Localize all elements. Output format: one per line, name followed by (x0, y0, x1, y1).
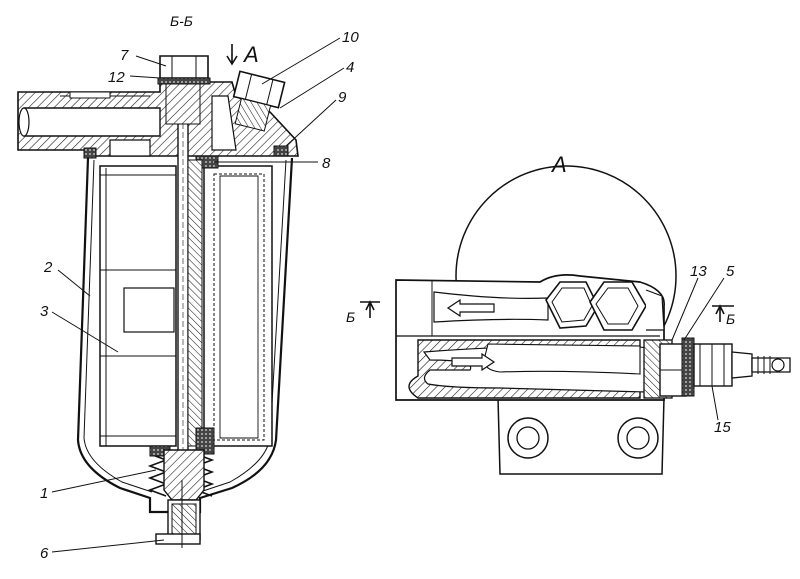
arrow-label: А (242, 42, 259, 67)
leaders-left (51, 37, 345, 553)
section-mark-right (712, 304, 734, 322)
flow-arrow-in (451, 352, 496, 372)
section-mark-left (360, 300, 380, 318)
bolt-head (159, 55, 209, 79)
section-mark-right-label: Б (726, 311, 735, 327)
callout-1: 1 (40, 485, 48, 502)
callout-15: 15 (714, 419, 731, 436)
callout-12: 12 (108, 69, 125, 86)
flow-arrow-out (446, 298, 495, 318)
callout-9: 9 (338, 89, 347, 106)
section-view (17, 44, 299, 548)
callout-10: 10 (342, 29, 359, 46)
callout-3: 3 (40, 303, 49, 320)
view-label: А (550, 152, 567, 177)
callout-8: 8 (322, 155, 331, 172)
section-mark-left-label: Б (346, 309, 355, 325)
callout-2: 2 (43, 259, 53, 276)
callout-13: 13 (690, 263, 707, 280)
callout-4: 4 (346, 59, 354, 76)
callout-7: 7 (120, 47, 129, 64)
view-arrow (226, 44, 238, 66)
leaders-right (671, 277, 725, 421)
section-title: Б-Б (170, 13, 193, 29)
callout-5: 5 (726, 263, 735, 280)
callout-6: 6 (40, 545, 49, 562)
view-a (360, 165, 791, 475)
